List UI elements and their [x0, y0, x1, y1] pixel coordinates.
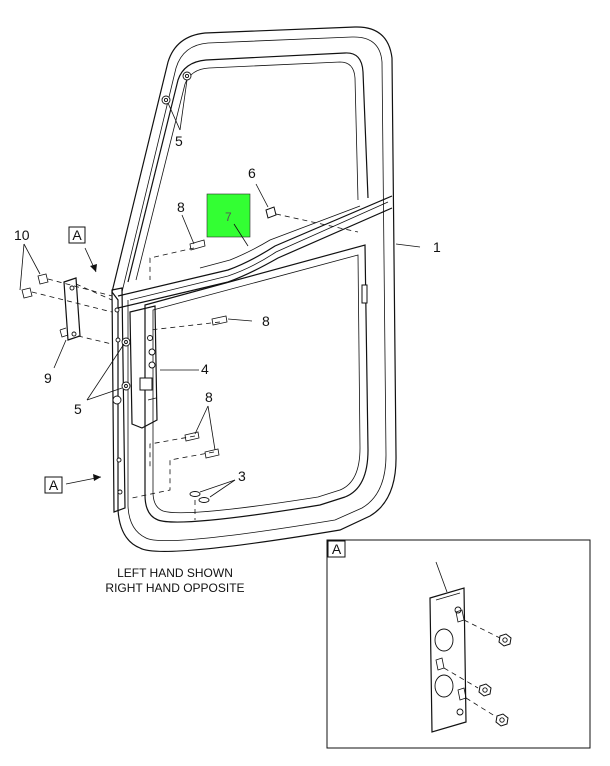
- callout-4: 4: [201, 361, 209, 377]
- highlight-marker: [206, 193, 251, 238]
- nuts: [478, 633, 512, 727]
- hardware: [184, 206, 277, 503]
- svg-text:A: A: [72, 227, 82, 243]
- view-a-upper: A: [68, 226, 86, 244]
- callout-8-low: 8: [205, 389, 213, 405]
- callout-5-top: 5: [175, 133, 183, 149]
- view-a-lower: A: [44, 476, 63, 494]
- note-line-2: RIGHT HAND OPPOSITE: [105, 581, 244, 595]
- callout-8-mid: 8: [262, 313, 270, 329]
- hinge-edge: [111, 287, 131, 513]
- note-line-1: LEFT HAND SHOWN: [117, 566, 233, 580]
- door-frame: [111, 26, 397, 553]
- leader-lines: [19, 79, 421, 498]
- orientation-note: LEFT HAND SHOWN RIGHT HAND OPPOSITE: [105, 566, 244, 595]
- callout-10: 10: [14, 227, 30, 243]
- callouts: 1 2 3 4 5 5 6 7 8 8 8 9 10: [14, 133, 441, 561]
- alignment-lines: [31, 213, 359, 520]
- callout-7: 7: [225, 210, 232, 224]
- callout-8-top: 8: [177, 199, 185, 215]
- callout-9: 9: [44, 370, 52, 386]
- callout-3: 3: [238, 468, 246, 484]
- bolts: [21, 273, 49, 299]
- detail-a-label: A: [332, 541, 342, 557]
- detail-a-inset: A: [326, 539, 591, 749]
- callout-5-left: 5: [74, 401, 82, 417]
- svg-text:A: A: [49, 477, 59, 493]
- hinge-plate: [59, 277, 81, 341]
- callout-1: 1: [433, 239, 441, 255]
- latch-plate: [129, 305, 158, 429]
- view-arrows: [65, 247, 102, 485]
- callout-6: 6: [248, 165, 256, 181]
